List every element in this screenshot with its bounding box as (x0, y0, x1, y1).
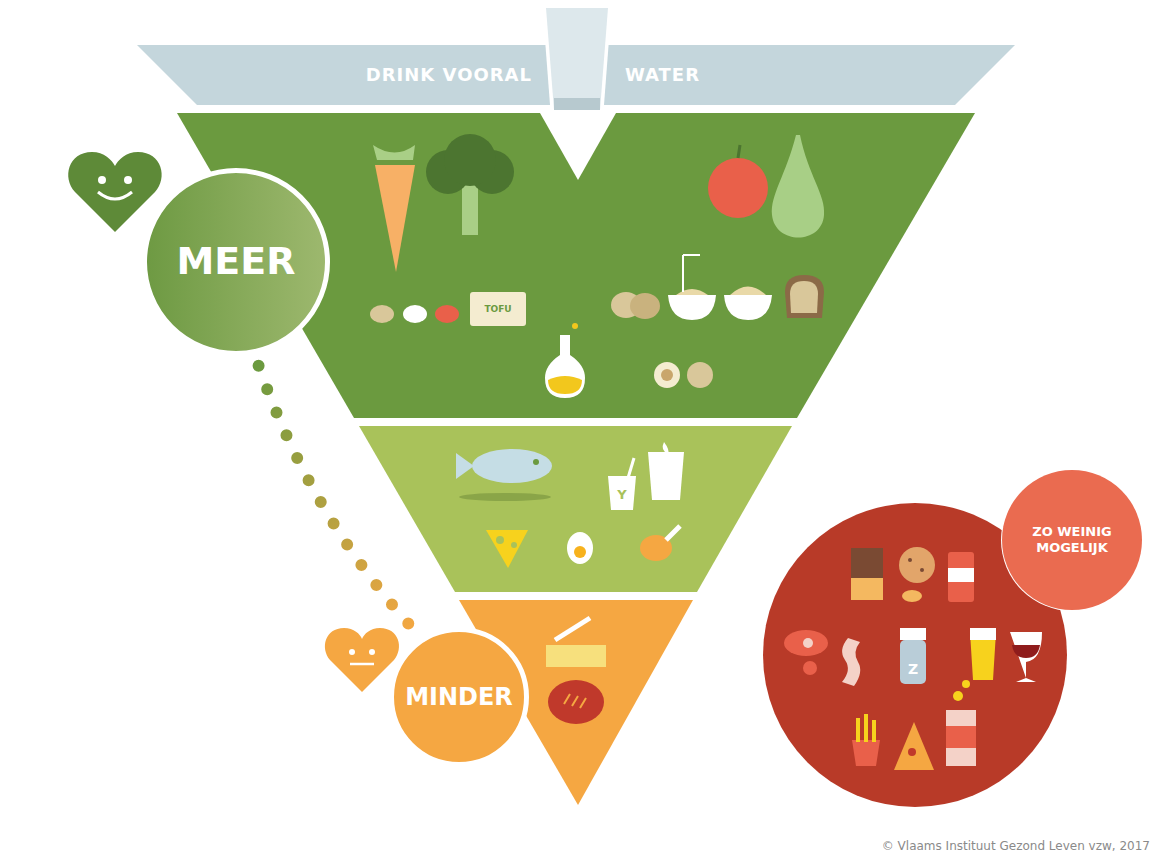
water-band: DRINK VOORAL WATER (137, 0, 1015, 120)
salt-letter: Z (908, 662, 918, 676)
water-glass-base (554, 98, 600, 110)
meer-circle: MEER (142, 168, 330, 356)
circle-text: MINDER (405, 682, 513, 712)
circle-text: ZO WEINIG MOGELIJK (1020, 524, 1124, 557)
band-text-right: WATER (625, 63, 700, 87)
water-band-shape (137, 0, 1015, 120)
limit-circle: ZO WEINIG MOGELIJK (1002, 470, 1142, 610)
water-glass-fill (546, 8, 608, 110)
band-text-left: DRINK VOORAL (366, 63, 532, 87)
yogurt-letter: Y (617, 488, 626, 501)
tofu-text: TOFU (484, 305, 511, 314)
copyright-note: © Vlaams Instituut Gezond Leven vzw, 201… (882, 840, 1150, 852)
circle-text: MEER (177, 238, 296, 286)
minder-circle: MINDER (389, 627, 529, 767)
water-glass (542, 0, 612, 118)
dotted-connector (259, 366, 416, 632)
